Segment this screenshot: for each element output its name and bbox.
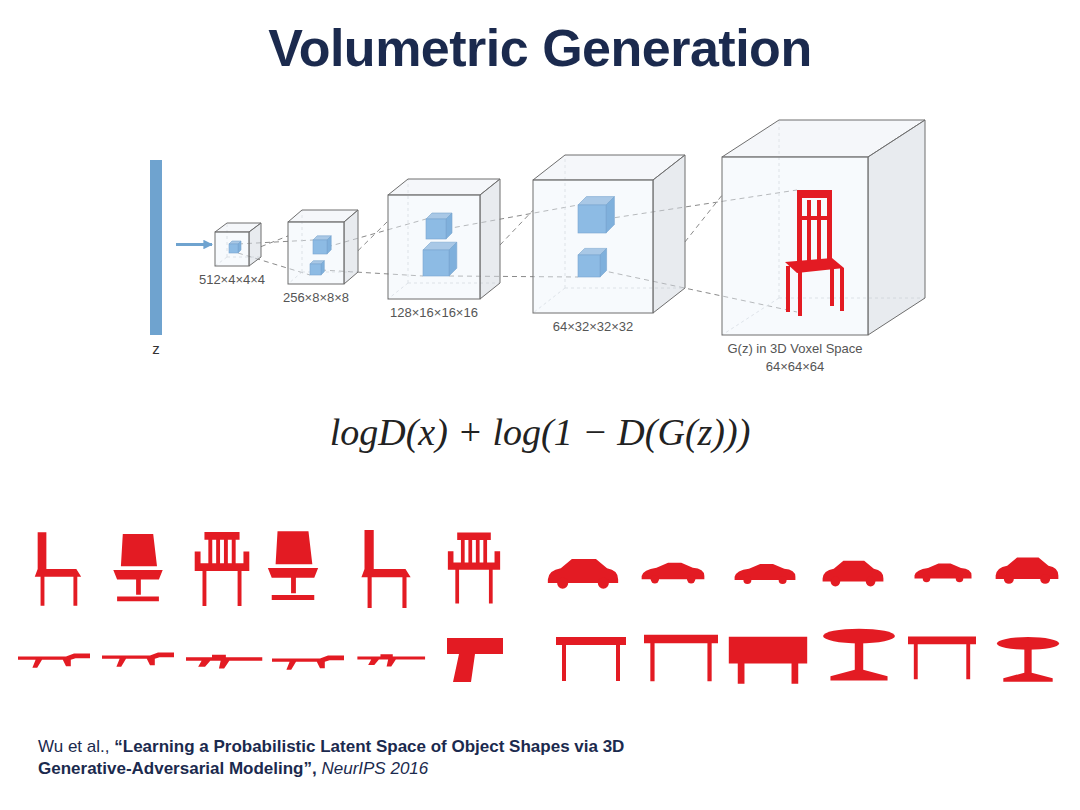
voxel-cube: 64×32×32×32 bbox=[533, 155, 685, 313]
chair-sample bbox=[113, 534, 162, 601]
dimension-label: G(z) in 3D Voxel Space bbox=[727, 340, 862, 358]
gun-sample bbox=[186, 655, 262, 669]
hidden-edge bbox=[722, 120, 925, 335]
projection-lines bbox=[238, 190, 797, 312]
hidden-edge bbox=[288, 210, 358, 284]
feature-cube bbox=[229, 241, 241, 253]
shape-caption: 128×16×16×16 bbox=[390, 304, 478, 322]
chair-sample bbox=[35, 532, 81, 605]
feature-cube bbox=[578, 197, 614, 233]
cube-side-face bbox=[249, 223, 261, 266]
hidden-edge bbox=[215, 223, 261, 266]
citation-venue: NeurIPS 2016 bbox=[321, 759, 428, 778]
table-sample bbox=[823, 629, 895, 681]
cube-front-face bbox=[722, 157, 868, 335]
dimension-label: 128×16×16×16 bbox=[390, 304, 478, 322]
table-sample bbox=[556, 637, 626, 681]
shape-caption: 64×32×32×32 bbox=[553, 318, 634, 336]
gan-objective: logD(x) + log(1 − D(G(z))) bbox=[0, 410, 1080, 454]
projection-connector bbox=[261, 236, 288, 247]
car-sample bbox=[735, 564, 796, 584]
voxel-cube: 128×16×16×16 bbox=[388, 179, 500, 299]
cube-front-face bbox=[288, 222, 344, 284]
feature-cube bbox=[426, 213, 452, 239]
cube-outline bbox=[215, 223, 261, 266]
cube-side-face bbox=[868, 120, 925, 335]
table-sample bbox=[644, 635, 718, 682]
cube-front-face bbox=[388, 195, 480, 299]
input-arrow bbox=[176, 243, 212, 246]
car-sample bbox=[548, 559, 618, 589]
voxel-cube: G(z) in 3D Voxel Space64×64×64 bbox=[722, 120, 925, 335]
cube-side-face bbox=[344, 210, 358, 284]
citation-authors: Wu et al., bbox=[38, 737, 110, 756]
table-sample bbox=[997, 637, 1059, 682]
car-sample bbox=[996, 557, 1059, 583]
latent-vector-bar: z bbox=[150, 160, 162, 335]
table-sample bbox=[908, 637, 976, 680]
cube-front-face bbox=[215, 232, 249, 266]
cube-outline bbox=[288, 210, 358, 284]
shape-caption: 512×4×4×4 bbox=[199, 271, 265, 289]
feature-cube bbox=[578, 248, 607, 277]
cube-side-face bbox=[480, 179, 500, 299]
hidden-edge bbox=[388, 179, 500, 299]
voxel-cube: 512×4×4×4 bbox=[215, 223, 261, 266]
sample-shapes bbox=[18, 530, 1059, 684]
projection-connector bbox=[685, 195, 722, 242]
cube-outline bbox=[533, 155, 685, 313]
feature-cube bbox=[423, 242, 457, 276]
dimension-label: 64×32×32×32 bbox=[553, 318, 634, 336]
gun-sample bbox=[18, 653, 90, 667]
cube-side-face bbox=[653, 155, 685, 313]
voxel-cube: 256×8×8×8 bbox=[288, 210, 358, 284]
cube-front-face bbox=[533, 180, 653, 313]
chair-sample bbox=[195, 532, 250, 606]
feature-cube bbox=[310, 261, 324, 275]
chair-sample bbox=[268, 531, 318, 600]
projection-connector bbox=[358, 221, 388, 251]
table-sample bbox=[729, 637, 807, 684]
slide-title: Volumetric Generation bbox=[0, 18, 1080, 78]
cube-outline bbox=[722, 120, 925, 335]
hidden-edge bbox=[533, 155, 685, 313]
car-sample bbox=[642, 563, 705, 584]
chair-sample bbox=[448, 533, 500, 604]
formula-box: logD(x) + log(1 − D(G(z))) bbox=[0, 410, 1080, 454]
shape-caption: G(z) in 3D Voxel Space64×64×64 bbox=[727, 340, 862, 376]
feature-cube bbox=[313, 236, 331, 254]
projection-connector bbox=[500, 210, 533, 245]
citation: Wu et al.,“Learning a Probabilistic Late… bbox=[38, 736, 628, 780]
cube-outline bbox=[388, 179, 500, 299]
dimension-label: 64×64×64 bbox=[727, 358, 862, 376]
vector-label: z bbox=[152, 340, 160, 358]
gun-sample bbox=[102, 652, 174, 666]
gun-sample bbox=[357, 654, 425, 666]
generated-chair bbox=[785, 190, 844, 316]
dimension-label: 512×4×4×4 bbox=[199, 271, 265, 289]
dimension-label: 256×8×8×8 bbox=[283, 289, 349, 307]
car-sample bbox=[823, 561, 884, 587]
chair-sample bbox=[361, 530, 410, 608]
gun-sample bbox=[272, 655, 344, 669]
car-sample bbox=[915, 564, 972, 583]
shape-caption: z bbox=[152, 340, 160, 358]
shape-caption: 256×8×8×8 bbox=[283, 289, 349, 307]
gun-sample bbox=[447, 638, 503, 682]
